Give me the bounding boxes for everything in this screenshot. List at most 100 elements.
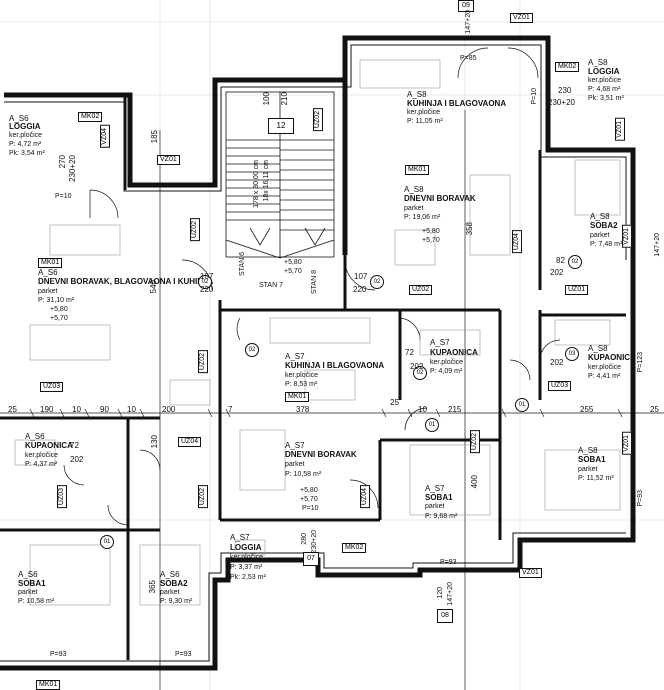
room-s8-loggia-area: P: 4,68 m² — [588, 86, 621, 93]
tag-uz02-s7-left: UZ02 — [198, 350, 208, 374]
room-s8-bath-floor: ker.pločice — [588, 364, 622, 371]
room-s6-living-area: P: 31,10 m² — [38, 297, 75, 304]
room-s7-bed1-code: A_S7 — [425, 484, 445, 493]
room-s6-bath-floor: ker.pločice — [25, 452, 59, 459]
dim-358: 358 — [465, 222, 474, 236]
tag-uz01-s8: UZ01 — [565, 285, 589, 295]
dim-280: 280 — [301, 533, 308, 545]
tag-uz03-s8: UZ03 — [548, 381, 572, 391]
room-s7-living-area: P: 10,58 m² — [285, 471, 322, 478]
room-s6-bed2-name: SOBA2 — [160, 579, 188, 588]
marker-01-s7: 01 — [425, 418, 439, 432]
tag-mk01-bottom: MK01 — [36, 680, 61, 690]
room-s7-living-floor: parket — [285, 461, 305, 468]
room-s6-living-code: A_S6 — [38, 268, 58, 277]
room-s8-bed1-code: A_S8 — [578, 446, 598, 455]
dim-378: 378 — [296, 405, 310, 414]
room-s7-kitchen-floor: ker.pločice — [285, 372, 319, 379]
room-s8-living-level2: +5,70 — [422, 237, 440, 244]
dim-190: 190 — [40, 405, 54, 414]
dim-215: 215 — [448, 405, 462, 414]
room-s8-bath-name: KUPAONICA — [588, 353, 636, 362]
tag-mk01-s7: MK01 — [285, 392, 310, 402]
room-s6-bed1-code: A_S6 — [18, 570, 38, 579]
dim-230-20-s7: 230+20 — [311, 530, 318, 554]
dim-270: 270 — [58, 155, 67, 169]
room-s6-bed1-name: SOBA1 — [18, 579, 46, 588]
dim-147-20-top: 147+20 — [465, 10, 472, 34]
parapet-s8-loggia: P=10 — [531, 88, 538, 105]
dim-107-s6: 107 — [200, 272, 214, 281]
marker-02-s8-bed: 02 — [568, 255, 582, 269]
dim-400: 400 — [470, 475, 479, 489]
tag-uz03-s6-bed: UZ03 — [57, 485, 67, 509]
parapet-s8-kitchen: P=85 — [460, 55, 477, 62]
parapet-s7-bed1: P=93 — [440, 559, 457, 566]
marker-08: 08 — [437, 609, 453, 623]
marker-02-s8: 02 — [370, 275, 384, 289]
tag-uz04-s8: UZ04 — [512, 230, 522, 254]
stair-width-100: 100 — [262, 92, 271, 106]
tag-mk01-s8: MK01 — [405, 165, 430, 175]
room-s8-loggia-name: LOGGIA — [588, 67, 620, 76]
tag-uz03-s6: UZ03 — [40, 382, 64, 392]
stair-stan6-label: STAN 6 — [239, 252, 246, 276]
marker-02-s6: 02 — [198, 275, 212, 289]
room-s8-bath-code: A_S8 — [588, 344, 608, 353]
dimension-line-row — [0, 110, 664, 690]
stair-number: 12 — [268, 118, 294, 134]
tag-uz02-s6: UZ02 — [190, 218, 200, 242]
dim-202-s8: 202 — [550, 358, 564, 367]
furniture — [14, 59, 621, 606]
room-s6-bed2-code: A_S6 — [160, 570, 180, 579]
room-s6-living-level1: +5,80 — [50, 306, 68, 313]
room-s6-bath-name: KUPAONICA — [25, 441, 73, 450]
tag-uz04-s6: UZ04 — [178, 437, 202, 447]
stairwell — [225, 91, 335, 259]
room-s6-loggia-pk: Pk: 3,54 m² — [9, 150, 45, 157]
tag-vz01-top: VZ01 — [510, 13, 533, 23]
room-s7-loggia-name: LOGGIA — [230, 543, 262, 552]
dim-10-b: 10 — [127, 405, 136, 414]
tag-mk02-s7: MK02 — [342, 543, 367, 553]
room-s7-living-code: A_S7 — [285, 441, 305, 450]
room-s8-living-name: DNEVNI BORAVAK — [404, 194, 476, 203]
tag-uz04-s7: UZ04 — [360, 485, 370, 509]
outer-walls — [0, 35, 636, 671]
dim-220-s8: 220 — [353, 285, 367, 294]
room-s7-living-parapet: P=10 — [302, 505, 319, 512]
marker-02-s7: 02 — [245, 343, 259, 357]
tag-mk01-s6: MK01 — [38, 258, 63, 268]
room-s6-bath-area: P: 4,37 m² — [25, 461, 58, 468]
room-s8-living-area: P: 19,06 m² — [404, 214, 441, 221]
room-s7-living-name: DNEVNI BORAVAK — [285, 450, 357, 459]
dim-540: 540 — [149, 280, 158, 294]
tag-mk02-s6: MK02 — [78, 112, 103, 122]
stair-riser-dims: 18x 16,11 cm — [263, 160, 270, 202]
room-s6-living-name: DNEVNI BORAVAK, BLAGOVAONA I KUHINJA — [38, 277, 214, 286]
parapet-s8-bed1: P=93 — [637, 490, 644, 507]
dim-25-mid: 25 — [390, 398, 399, 407]
parapet-s8-bath: P=123 — [637, 352, 644, 373]
room-s8-bed2-code: A_S8 — [590, 212, 610, 221]
dim-147-20-bottom: 147+20 — [447, 582, 454, 606]
room-s6-loggia-floor: ker.pločice — [9, 132, 43, 139]
dim-255: 255 — [580, 405, 594, 414]
room-s8-kitchen-area: P: 11,05 m² — [407, 118, 443, 125]
room-s8-kitchen-floor: ker.pločice — [407, 109, 441, 116]
room-s6-loggia-name: LOGGIA — [9, 122, 41, 131]
dim-120: 120 — [437, 587, 444, 599]
room-s8-bed2-name: SOBA2 — [590, 221, 618, 230]
room-s6-living-floor: parket — [38, 288, 58, 295]
parapet-s6-living: P=10 — [55, 193, 72, 200]
dim-202-s6: 202 — [70, 455, 84, 464]
dim-107-s8: 107 — [354, 272, 368, 281]
stair-height-210: 210 — [280, 92, 289, 106]
marker-03-s8: 03 — [565, 347, 579, 361]
room-s7-loggia-floor: ker.pločice — [230, 554, 264, 561]
room-s6-bed2-area: P: 9,30 m² — [160, 598, 193, 605]
stair-stan8-label: STAN 8 — [311, 270, 318, 294]
tag-uz02-s7: UZ02 — [409, 285, 433, 295]
dim-10-a: 10 — [72, 405, 81, 414]
dim-20: 10 — [418, 405, 427, 414]
